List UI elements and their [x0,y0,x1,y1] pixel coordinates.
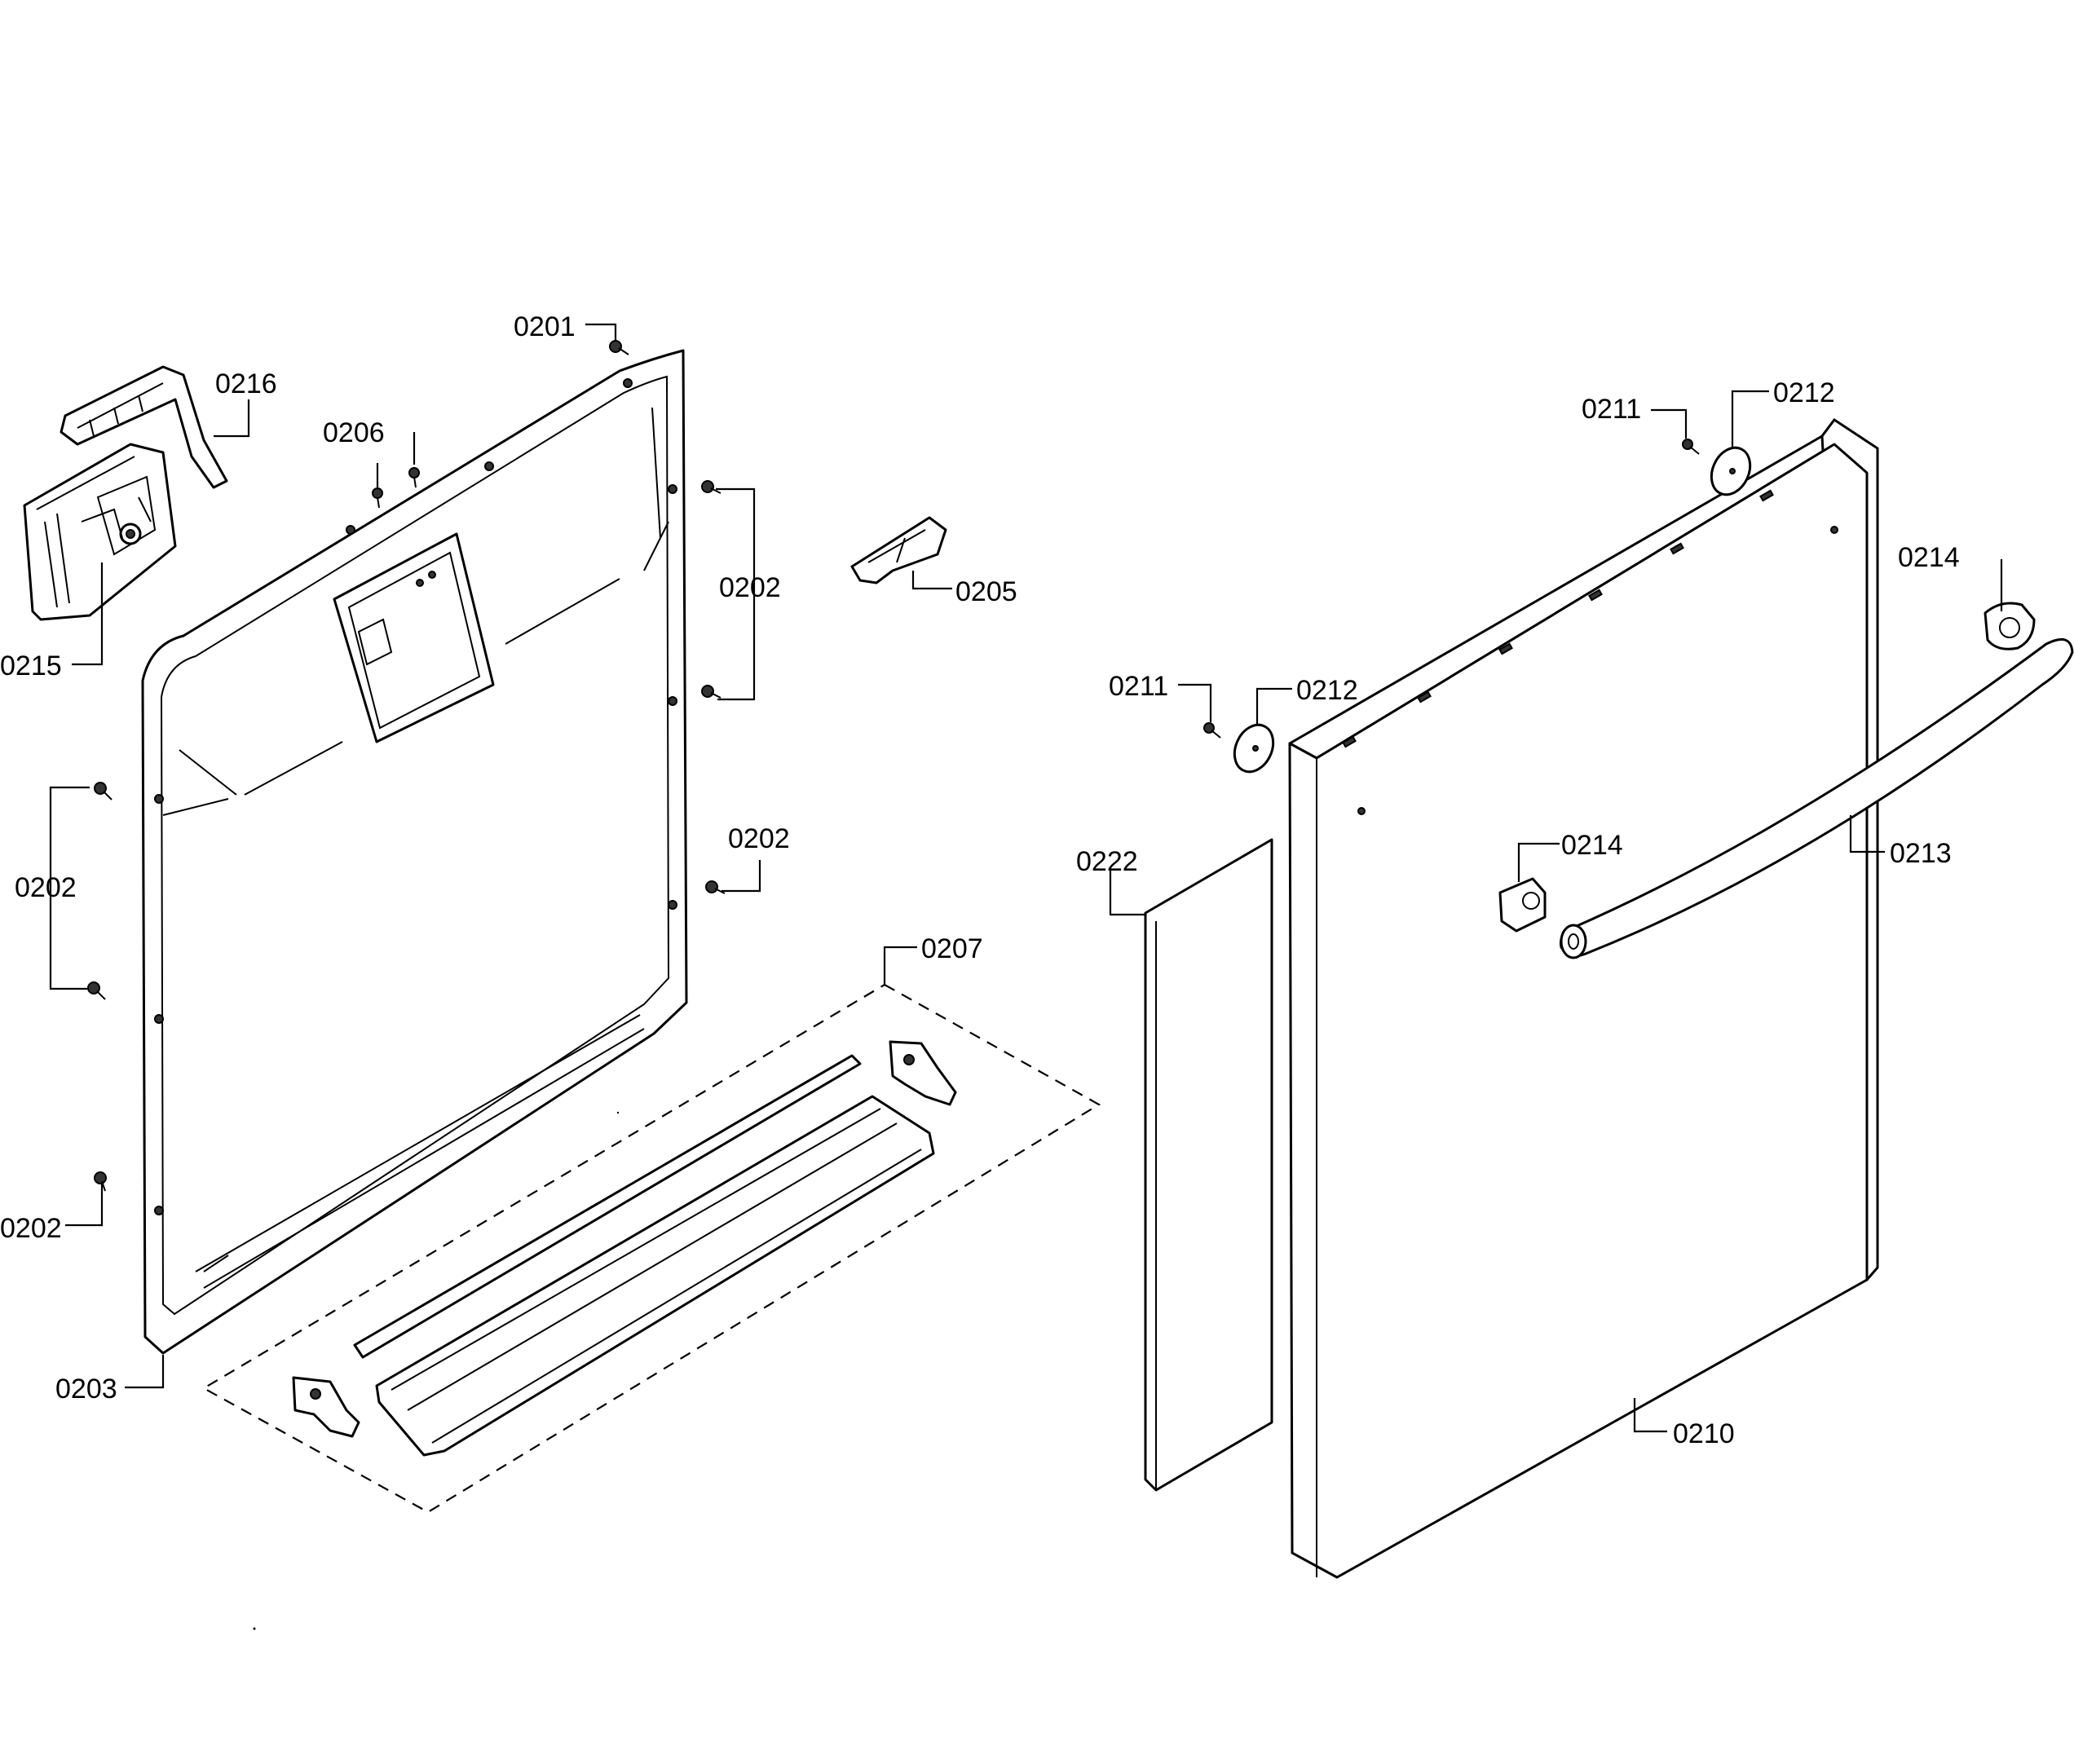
label-0212-top: 0212 [1773,377,1835,408]
label-0213: 0213 [1890,838,1952,869]
outer-door-panel [1288,418,1879,1579]
label-0211-mid: 0211 [1109,671,1168,702]
screws-left [87,340,726,1192]
handle-screws-and-washers [1203,439,1752,774]
handle-end-cap-parts [1498,602,2036,933]
label-0202-lower-right: 0202 [728,823,790,854]
label-0205: 0205 [955,576,1017,607]
label-0201: 0201 [514,311,576,342]
label-0203: 0203 [55,1374,117,1405]
label-0206: 0206 [323,417,385,448]
door-handle-part [1560,637,2074,959]
label-0214-mid: 0214 [1561,830,1623,861]
label-0222: 0222 [1076,846,1138,877]
label-0210: 0210 [1673,1418,1735,1449]
stray-dot [253,1627,256,1630]
label-0212-mid: 0212 [1296,675,1358,706]
detergent-dispenser-part [23,443,177,621]
label-0211-top: 0211 [1582,394,1641,425]
latch-bracket-part [850,516,947,584]
label-0202-left: 0202 [15,872,77,903]
label-0202-bottom-left: 0202 [0,1213,62,1244]
leader-lines [49,323,2003,1433]
label-0214-top: 0214 [1898,542,1960,573]
part-labels: 0201 0216 0206 0215 0202 0205 0202 0202 … [0,311,1960,1449]
label-0216: 0216 [215,368,277,399]
insulation-panel-part [1144,838,1273,1492]
hinge-kit-group [201,983,1101,1514]
latch-hook-part [60,365,228,489]
stray-dot [616,1111,620,1114]
label-0215: 0215 [0,650,62,681]
inner-door-panel [141,349,688,1355]
label-0202-upper-right: 0202 [719,572,781,603]
label-0207: 0207 [921,933,983,964]
